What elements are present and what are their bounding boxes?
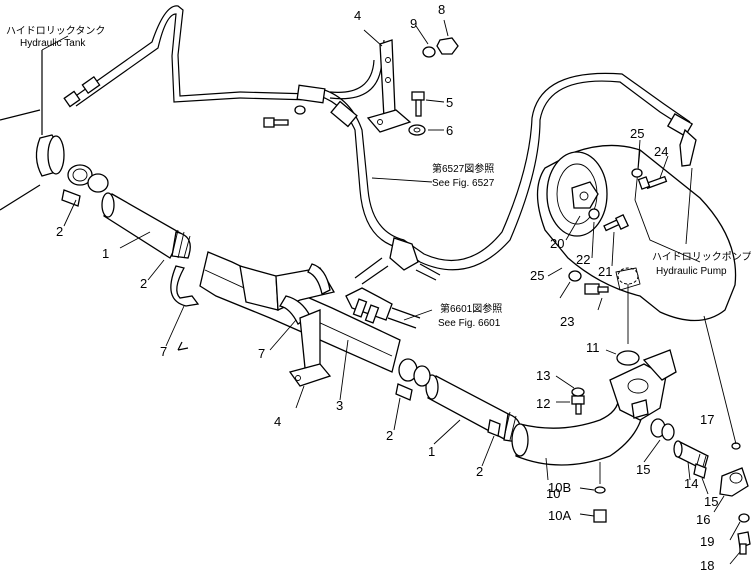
callout-2-right: 2 — [476, 464, 483, 479]
callout-10A: 10A — [548, 508, 571, 523]
bolt-5 — [411, 91, 425, 117]
washer-13 — [571, 387, 585, 397]
callout-11: 11 — [586, 340, 600, 355]
pump-label-jp: ハイドロリックポンプ — [652, 251, 751, 263]
suction-tube-3 — [177, 251, 401, 373]
hose-1-left — [101, 192, 191, 259]
ref-6601-en: See Fig. 6601 — [438, 318, 501, 329]
callout-10: 10 — [546, 486, 560, 501]
fitting-6601 — [345, 287, 421, 329]
hose-14 — [673, 440, 709, 471]
callout-15-upper: 15 — [636, 462, 650, 477]
bolt-18 — [737, 531, 751, 555]
callout-18: 18 — [700, 558, 714, 571]
pump-port-dashed — [617, 267, 639, 344]
callout-7-bracket: 7 — [258, 346, 265, 361]
callout-12: 12 — [536, 396, 550, 411]
pump-label-en: Hydraulic Pump — [656, 266, 727, 277]
hose-1-lower — [425, 374, 522, 443]
clamp-15-lower — [693, 463, 707, 479]
washer-6 — [408, 124, 426, 136]
lower-bracket — [288, 309, 332, 387]
washer-19 — [738, 513, 750, 523]
callout-5: 5 — [446, 95, 453, 110]
ref-6527-en: See Fig. 6527 — [432, 178, 495, 189]
washer-25-lower — [568, 270, 582, 282]
ref-6601-jp: 第6601図参照 — [440, 302, 502, 315]
upper-return-line — [63, 5, 385, 108]
u-bolt-7-left — [170, 265, 200, 307]
callout-4-lower: 4 — [274, 414, 281, 429]
callout-10B: 10B — [548, 480, 571, 495]
callout-25-upper: 25 — [630, 126, 644, 141]
callout-22: 22 — [576, 252, 590, 267]
callout-1-lower: 1 — [428, 444, 435, 459]
loose-bolt-upper — [263, 105, 306, 128]
callout-17: 17 — [700, 412, 714, 427]
callout-2-hose: 2 — [140, 276, 147, 291]
washer-25-upper — [631, 168, 643, 178]
plug-10A — [593, 509, 607, 523]
clamp-15-upper — [650, 418, 675, 441]
elbow-16 — [719, 467, 749, 497]
washer-22 — [588, 208, 600, 220]
callout-20: 20 — [550, 236, 564, 251]
pump-hose-6527 — [296, 72, 697, 271]
tank-label-jp: ハイドロリックタンク — [6, 25, 105, 37]
callout-3: 3 — [336, 398, 343, 413]
tee-fitting — [354, 237, 441, 285]
callout-23: 23 — [560, 314, 574, 329]
callout-6: 6 — [446, 123, 453, 138]
callout-4-upper: 4 — [354, 8, 361, 23]
leader-lines — [41, 19, 741, 565]
oring-17 — [703, 315, 741, 450]
clamp-2-right — [487, 419, 501, 437]
callout-1-left: 1 — [102, 246, 109, 261]
callout-24: 24 — [654, 144, 668, 159]
clamp-2-middle — [395, 358, 431, 401]
bolt-23 — [584, 283, 609, 295]
bolt-21 — [603, 214, 630, 232]
callout-2-middle: 2 — [386, 428, 393, 443]
oring-10B — [594, 486, 606, 494]
callout-7-left: 7 — [160, 344, 167, 359]
callout-16: 16 — [696, 512, 710, 527]
clamp-2-left — [61, 164, 109, 207]
nut-8 — [436, 37, 459, 55]
ref-6527-jp: 第6527図参照 — [432, 162, 494, 175]
tank-label-en: Hydraulic Tank — [20, 38, 86, 49]
washer-9 — [422, 46, 436, 58]
callout-8: 8 — [438, 2, 445, 17]
callout-21: 21 — [598, 264, 612, 279]
callout-14: 14 — [684, 476, 698, 491]
bolt-12 — [571, 395, 585, 415]
callout-15-lower: 15 — [704, 494, 718, 509]
upper-bracket — [366, 39, 412, 133]
callout-9: 9 — [410, 16, 417, 31]
oring-11 — [616, 350, 640, 366]
hydraulic-tank-outline — [0, 50, 65, 211]
elbow-10 — [511, 349, 677, 484]
bolt-24 — [637, 175, 668, 190]
callout-19: 19 — [700, 534, 714, 549]
callout-13: 13 — [536, 368, 550, 383]
callout-25-lower: 25 — [530, 268, 544, 283]
callout-2-left: 2 — [56, 224, 63, 239]
